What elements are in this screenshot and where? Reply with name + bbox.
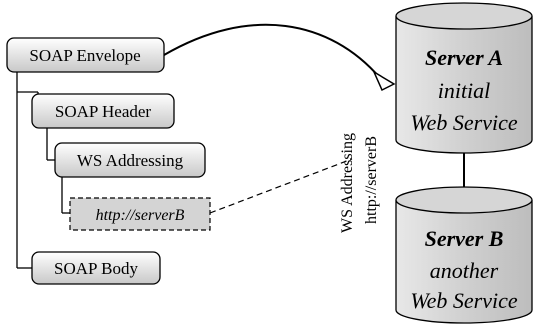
ws-addressing-box (54, 142, 206, 178)
address-box (69, 197, 211, 231)
annotation-address-label: http://serverB (363, 136, 380, 224)
soap-body-label: SOAP Body (54, 259, 138, 278)
soap-body-box (31, 251, 161, 285)
server-a-line2: Web Service (410, 110, 518, 135)
address-label: http://serverB (96, 207, 185, 224)
soap-body-node: SOAP Body (31, 251, 161, 285)
address-to-annotation-dashed-line (209, 158, 353, 214)
server-b-line1: another (430, 258, 499, 283)
soap-header-node: SOAP Header (31, 93, 175, 129)
ws-addressing-node: WS Addressing (54, 142, 206, 178)
envelope-to-server-a-arrowhead (372, 70, 396, 92)
server-a-top (395, 2, 533, 30)
server-a-cylinder: Server A initial Web Service (395, 2, 533, 154)
soap-envelope-node: SOAP Envelope (6, 37, 165, 73)
server-b-line2: Web Service (410, 288, 518, 313)
address-node: http://serverB (69, 197, 211, 231)
tree-connectors (16, 72, 70, 269)
soap-header-box (31, 93, 175, 129)
server-a-name: Server A (425, 45, 503, 70)
server-b-name: Server B (425, 226, 504, 251)
server-b-top (395, 186, 533, 214)
envelope-to-server-a-arrow (163, 23, 381, 79)
server-b-body (395, 200, 533, 324)
soap-header-label: SOAP Header (55, 102, 151, 121)
server-b-cylinder: Server B another Web Service (395, 186, 533, 324)
annotation-ws-addressing-label: WS Addressing (339, 133, 356, 233)
ws-addressing-label: WS Addressing (77, 151, 184, 170)
soap-envelope-label: SOAP Envelope (29, 46, 140, 65)
server-a-line1: initial (438, 78, 491, 103)
